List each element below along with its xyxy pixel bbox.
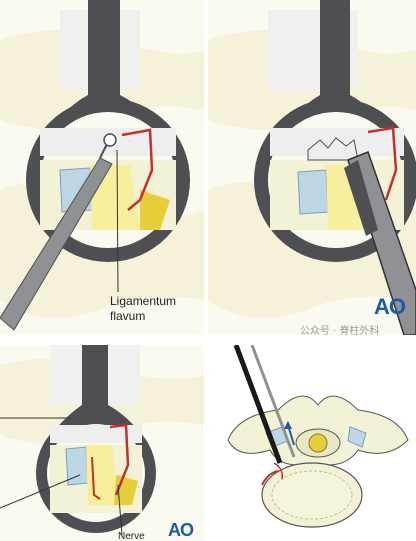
ao-logo: AO [374,294,406,319]
panel-rongeur-lamina: AO 公众号 · 脊柱外科 [208,0,416,335]
panel-nerve-exposed: Nerve AO [0,345,204,541]
illustration-axial-vertebra [208,345,416,541]
illustration-nerve [0,345,204,541]
ligamentum-flavum-label-line1: Ligamentum [110,294,177,308]
illustration-rongeur [208,0,416,335]
panel-axial-view [208,345,416,541]
ligamentum-flavum-label-line2: flavum [110,309,146,323]
nerve-label: Nerve [118,531,145,541]
watermark-text: 公众号 · 脊柱外科 [300,326,380,335]
illustration-probe [0,0,204,335]
ao-logo-small: AO [168,520,194,540]
panel-probe-ligamentum: Ligamentum flavum [0,0,204,335]
